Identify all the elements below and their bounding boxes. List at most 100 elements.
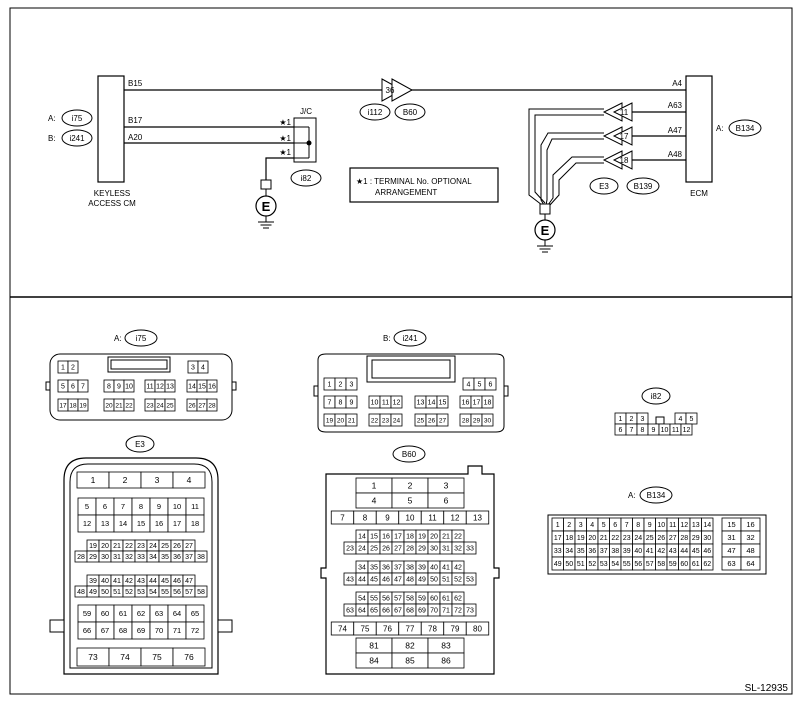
e3-pin-16: 16 [155, 519, 163, 528]
i75-pin-4: 4 [201, 365, 205, 372]
jc-ground-label: E [262, 199, 271, 214]
i241-pin-6: 6 [489, 382, 493, 389]
b60-pin-38: 38 [406, 565, 414, 572]
i241-pin-21-cell [345, 413, 358, 427]
b60-pin-29: 29 [418, 546, 426, 553]
b134-pin-30: 30 [703, 535, 711, 542]
b60-pin-5: 5 [408, 496, 413, 506]
b60-pin-75: 75 [361, 624, 370, 633]
b60-pin-64: 64 [358, 608, 366, 615]
b134-pin-38: 38 [611, 548, 619, 555]
e3-pin-35: 35 [161, 554, 169, 561]
b134-pin-19: 19 [577, 535, 585, 542]
e3-pin-47: 47 [185, 578, 193, 585]
b60-pin-74: 74 [338, 624, 347, 633]
b60-pin-13: 13 [473, 513, 482, 522]
i75-pin-15: 15 [198, 384, 206, 391]
b60-pin-8: 8 [363, 513, 368, 522]
b134-pin-56: 56 [634, 561, 642, 568]
jc-junction-dot [306, 140, 312, 146]
b60-pin-1: 1 [372, 481, 377, 491]
b60-pin-70: 70 [430, 608, 438, 615]
e3-pin-65: 65 [191, 609, 199, 618]
i241-pin-18-cell [481, 395, 494, 409]
b60-pin-71: 71 [442, 608, 450, 615]
pin-a63: A63 [668, 101, 683, 110]
jc-name: J/C [300, 107, 312, 116]
i75-pin-16: 16 [208, 384, 216, 391]
e3-housing-inner [69, 463, 213, 669]
e3-pin-64: 64 [173, 609, 181, 618]
b60-pin-41: 41 [442, 565, 450, 572]
jc-ground-terminal [260, 179, 272, 190]
b60-pin-32: 32 [454, 546, 462, 553]
b60-pin-85: 85 [405, 656, 415, 666]
i241-pin-25: 25 [417, 417, 425, 424]
i75-pin-19-cell [77, 398, 89, 412]
b60-pin-53-cell [463, 572, 477, 586]
keyless-ref-a-oval [61, 109, 93, 127]
b60-pin-21: 21 [442, 534, 450, 541]
i241-side-tab-l [313, 385, 319, 397]
inline-connector-arrow [391, 78, 414, 102]
b134-pin-41: 41 [646, 548, 654, 555]
b134-pin-18: 18 [565, 535, 573, 542]
note-box [349, 167, 499, 203]
inline-ref1: i112 [368, 108, 383, 117]
e3-pin-48: 48 [77, 589, 85, 596]
e3-pin-71: 71 [173, 626, 181, 635]
i75-pin-6: 6 [71, 384, 75, 391]
b60-pin-24: 24 [358, 546, 366, 553]
b60-pin-76: 76 [383, 624, 392, 633]
i75-side-tab-l [45, 381, 51, 391]
gnd-wire-2-outer [540, 132, 604, 206]
i75-ref-oval [124, 329, 158, 347]
i82-pin-7: 7 [630, 427, 634, 434]
e3-pin-70: 70 [155, 626, 163, 635]
b134-pin-44: 44 [680, 548, 688, 555]
i241-pin-2: 2 [339, 382, 343, 389]
i241-latch-inner [371, 359, 451, 379]
b134-pin-26: 26 [657, 535, 665, 542]
b134-pin-5: 5 [602, 522, 606, 529]
jc-box [293, 117, 317, 163]
i75-pin-24: 24 [156, 402, 164, 409]
b60-pin-28: 28 [406, 546, 414, 553]
i75-pin-10: 10 [125, 384, 133, 391]
b134-pin-16: 16 [746, 520, 754, 529]
i75-pin-12: 12 [156, 384, 164, 391]
inline-pin: 36 [386, 86, 395, 95]
e3-pin-7: 7 [121, 502, 125, 511]
b60-pin-14: 14 [358, 534, 366, 541]
i75-pin-2: 2 [71, 365, 75, 372]
b60-pin-68: 68 [406, 608, 414, 615]
outer-frame [9, 7, 793, 695]
e3-pin-4-cell [172, 471, 206, 489]
ecm-ground-ref1-oval [589, 177, 619, 195]
i241-ref-oval [393, 329, 427, 347]
i75-pin-13: 13 [166, 384, 174, 391]
i241-pin-12: 12 [393, 400, 401, 407]
e3-pin-3: 3 [155, 475, 160, 485]
ecm-ground-ref1: E3 [599, 182, 609, 191]
e3-side-tab-l [49, 619, 65, 633]
b60-pin-39: 39 [418, 565, 426, 572]
i75-ref: i75 [136, 334, 147, 343]
e3-pin-27: 27 [185, 543, 193, 550]
ecm-box [685, 75, 713, 183]
b134-pin-31: 31 [727, 533, 735, 542]
jc-mark-1: ★1 [279, 118, 291, 127]
b60-pin-22: 22 [454, 534, 462, 541]
b60-pin-20: 20 [430, 534, 438, 541]
i82-pin-2: 2 [630, 416, 634, 423]
gnd-wire-3-outer [547, 156, 604, 206]
ecm-ground-ref2-oval [626, 177, 660, 195]
keyless-ref-b: i241 [69, 134, 85, 143]
b134-pin-46: 46 [703, 548, 711, 555]
i75-pin-17: 17 [59, 402, 67, 409]
keyless-ref-b-oval [61, 129, 93, 147]
